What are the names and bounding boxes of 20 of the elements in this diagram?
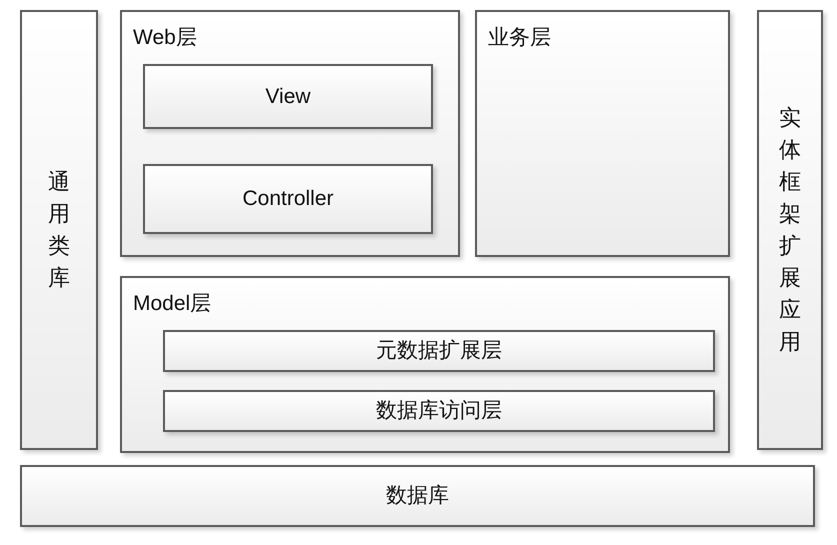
layer-heading: Model层: [133, 291, 212, 317]
component-box: [163, 390, 715, 432]
component-box: [143, 64, 433, 129]
layer-panel: [120, 10, 460, 257]
layer-panel: [475, 10, 730, 257]
box-label: 数据库: [386, 483, 449, 509]
box-label: 元数据扩展层: [376, 338, 502, 364]
database-bar: [20, 465, 815, 527]
component-box: [163, 330, 715, 372]
box-label: Controller: [242, 186, 334, 212]
box-label: View: [265, 84, 311, 110]
layer-panel: [120, 276, 730, 453]
library-column: [20, 10, 98, 450]
box-label: 数据库访问层: [376, 398, 502, 424]
vertical-label: 实体框架扩展应用: [779, 104, 801, 356]
extension-column: [757, 10, 823, 450]
layer-heading: 业务层: [488, 25, 551, 51]
layer-heading: Web层: [133, 25, 197, 51]
vertical-label: 通用类库: [48, 168, 70, 292]
component-box: [143, 164, 433, 234]
